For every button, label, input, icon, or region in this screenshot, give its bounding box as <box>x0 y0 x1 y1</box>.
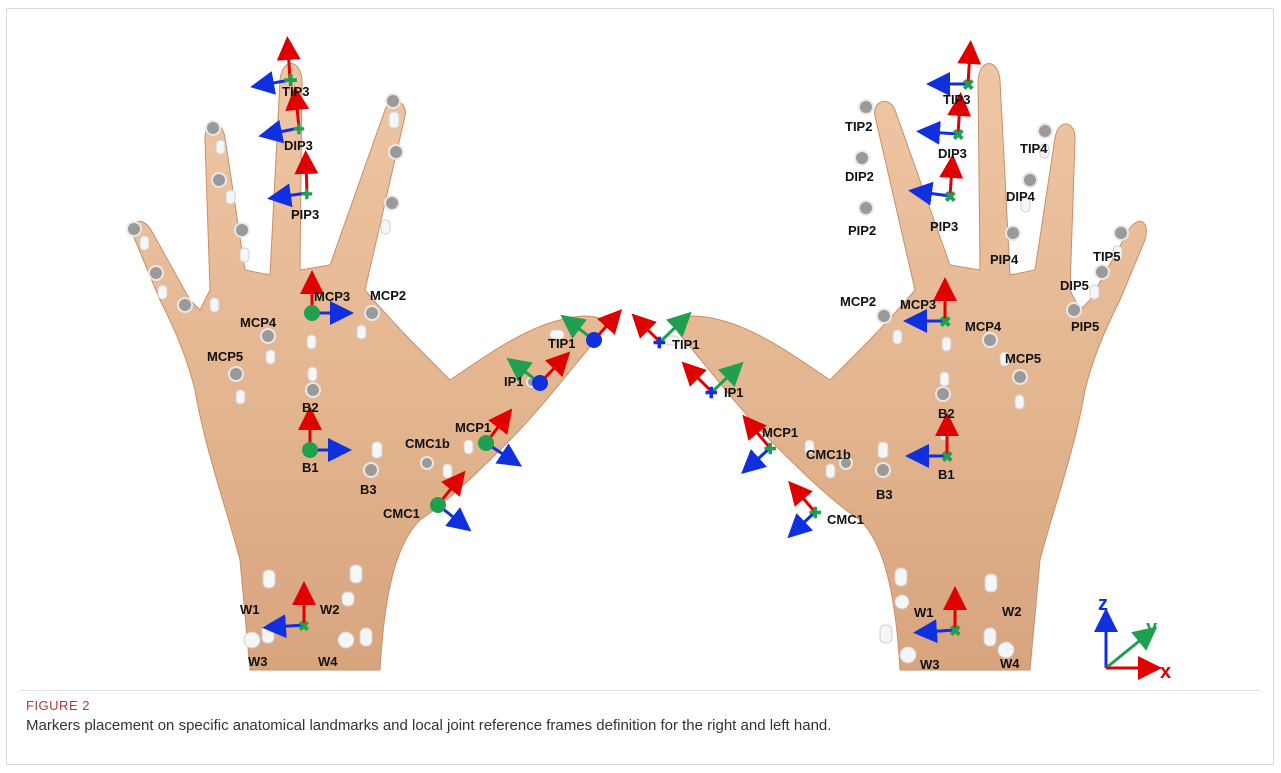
label-b1: B1 <box>302 460 319 475</box>
left-hand-skin <box>676 64 1147 671</box>
label-mcp5-l: MCP5 <box>1005 351 1041 366</box>
label-b2-l: B2 <box>938 406 955 421</box>
label-w3-l: W3 <box>920 657 940 672</box>
z-axis-label: z <box>1098 593 1108 615</box>
label-pip3: PIP3 <box>291 207 319 222</box>
w-cross: ✖ <box>298 618 310 634</box>
figure-caption-title: FIGURE 2 <box>26 698 90 713</box>
figure-caption-text: Markers placement on specific anatomical… <box>26 717 831 734</box>
label-mcp3: MCP3 <box>314 289 350 304</box>
label-mcp5: MCP5 <box>207 349 243 364</box>
ip1-cross-l: ✚ <box>705 385 718 402</box>
label-cmc1b: CMC1b <box>405 436 450 451</box>
pip3-cross-l: ✖ <box>944 189 957 206</box>
label-w4-l: W4 <box>1000 656 1020 671</box>
label-w3: W3 <box>248 654 268 669</box>
label-ip1-l: IP1 <box>724 385 744 400</box>
label-tip1: TIP1 <box>548 336 575 351</box>
caption-separator <box>20 690 1260 691</box>
left-hand: ✖ ✖ ✖ ✖ ✖ ✖ ✚ ✚ ✚ ✚ TIP2 TIP3 TIP4 DIP2 … <box>640 52 1146 672</box>
w-cross-l: ✖ <box>949 623 962 640</box>
right-hand-skin <box>133 64 605 671</box>
label-mcp2-l: MCP2 <box>840 294 876 309</box>
label-mcp4-l: MCP4 <box>965 319 1002 334</box>
label-mcp3-l: MCP3 <box>900 297 936 312</box>
cmc1-cross-l: ✚ <box>809 505 822 522</box>
label-dip4-l: DIP4 <box>1006 189 1036 204</box>
y-axis-arrow <box>1106 634 1148 668</box>
label-w4: W4 <box>318 654 338 669</box>
mcp1-cross-l: ✚ <box>764 441 777 458</box>
mcp1-center <box>478 435 494 451</box>
label-b3: B3 <box>360 482 377 497</box>
label-b1-l: B1 <box>938 467 955 482</box>
mcp3-center <box>304 305 320 321</box>
label-w2: W2 <box>320 602 340 617</box>
label-dip5-l: DIP5 <box>1060 278 1089 293</box>
label-tip2-l: TIP2 <box>845 119 872 134</box>
label-cmc1: CMC1 <box>383 506 420 521</box>
label-b3-l: B3 <box>876 487 893 502</box>
label-pip5-l: PIP5 <box>1071 319 1099 334</box>
label-tip4-l: TIP4 <box>1020 141 1048 156</box>
cmc1-center <box>430 497 446 513</box>
label-mcp2: MCP2 <box>370 288 406 303</box>
label-tip5-l: TIP5 <box>1093 249 1120 264</box>
mcp3-cross-l: ✖ <box>939 314 952 331</box>
label-mcp1-l: MCP1 <box>762 425 798 440</box>
label-tip3-l: TIP3 <box>943 92 970 107</box>
label-ip1: IP1 <box>504 374 524 389</box>
dip3-cross-l: ✖ <box>952 127 965 144</box>
label-b2: B2 <box>302 400 319 415</box>
label-pip3-l: PIP3 <box>930 219 958 234</box>
label-dip3-l: DIP3 <box>938 146 967 161</box>
label-w1-l: W1 <box>914 605 934 620</box>
label-cmc1b-l: CMC1b <box>806 447 851 462</box>
label-pip2-l: PIP2 <box>848 223 876 238</box>
label-cmc1-l: CMC1 <box>827 512 864 527</box>
b1-center <box>302 442 318 458</box>
label-mcp4: MCP4 <box>240 315 277 330</box>
right-hand: ✚ ✚ ✚ ✖ TIP3 DIP3 PIP3 MCP2 MCP3 MCP4 MC… <box>127 48 614 670</box>
label-mcp1: MCP1 <box>455 420 491 435</box>
label-w2-l: W2 <box>1002 604 1022 619</box>
dip3-cross: ✚ <box>293 121 305 137</box>
b1-cross-l: ✖ <box>941 449 954 466</box>
tip1-center <box>586 332 602 348</box>
label-tip1-l: TIP1 <box>672 337 699 352</box>
x-axis-label: x <box>1160 661 1171 683</box>
ip1-center <box>532 375 548 391</box>
tip1-cross-l: ✚ <box>653 335 666 352</box>
label-dip3: DIP3 <box>284 138 313 153</box>
label-dip2-l: DIP2 <box>845 169 874 184</box>
pip3-cross: ✚ <box>301 186 313 202</box>
label-tip3: TIP3 <box>282 84 309 99</box>
y-axis-label: y <box>1146 617 1158 639</box>
label-pip4-l: PIP4 <box>990 252 1019 267</box>
hands-diagram: ✚ ✚ ✚ ✖ TIP3 DIP3 PIP3 MCP2 MCP3 MCP4 MC… <box>0 0 1281 690</box>
label-w1: W1 <box>240 602 260 617</box>
axes-legend: z y x <box>1098 593 1171 683</box>
